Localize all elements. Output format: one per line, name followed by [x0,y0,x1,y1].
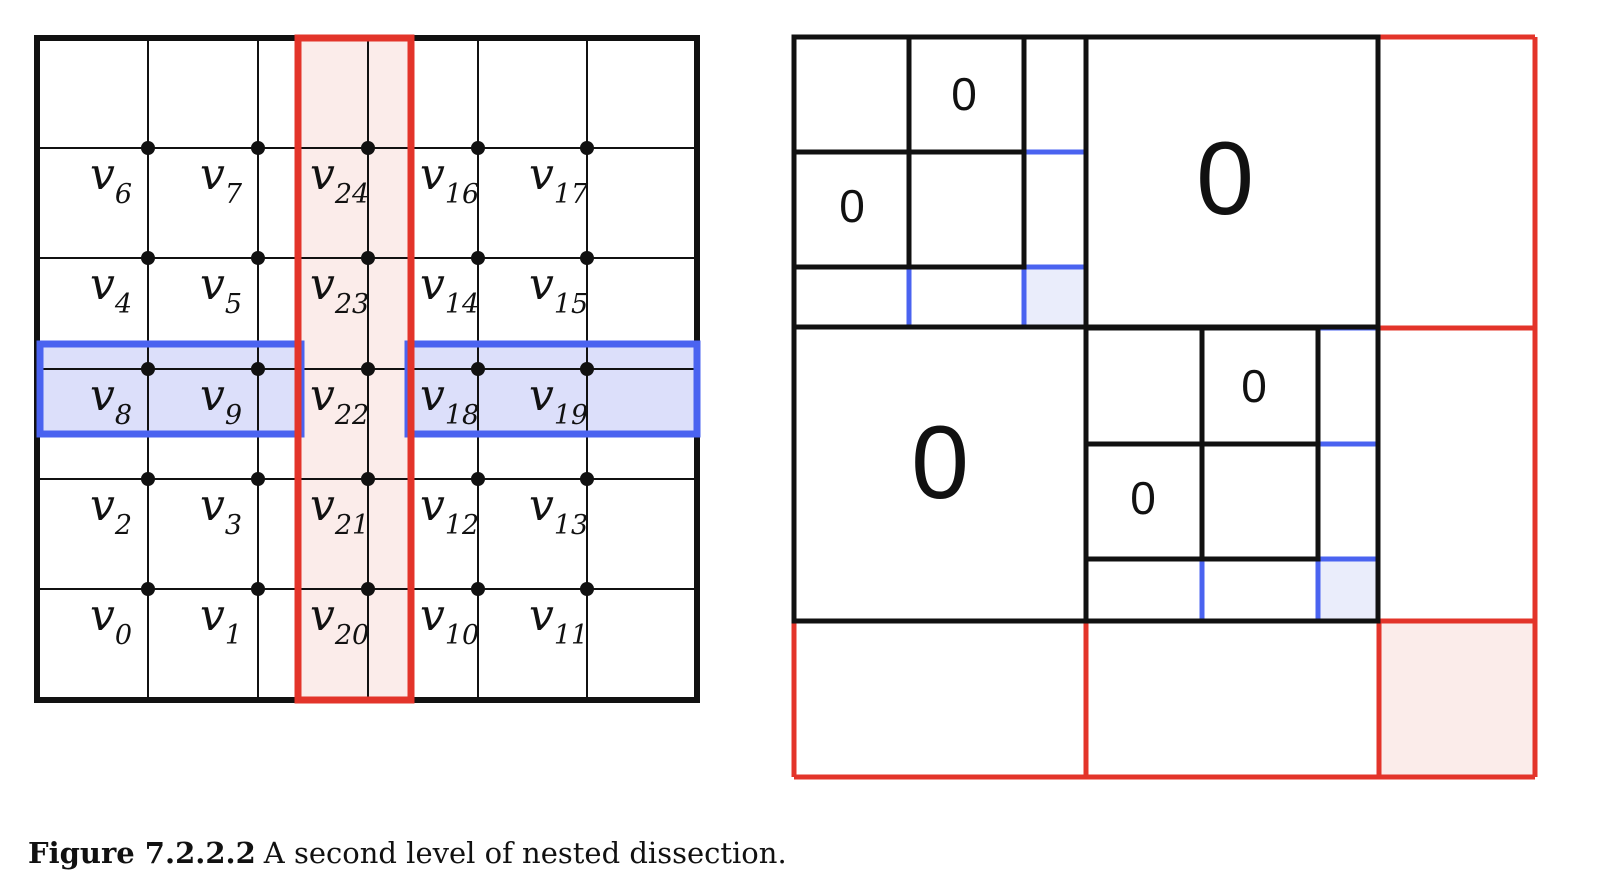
red-separator-column [294,34,415,704]
vertex-dot [361,141,375,155]
vertex-dot [580,582,594,596]
vertex-dot [141,582,155,596]
vertex-dot [251,582,265,596]
vertex-label: v18 [420,370,479,431]
vertex-label: v22 [310,370,369,431]
vertex-dot [361,251,375,265]
vertex-dot [580,362,594,376]
vertex-label: v1 [200,590,242,651]
vertex-label: v6 [90,149,132,210]
vertex-label: v19 [529,370,588,431]
vertex-dot [251,251,265,265]
zero-label-block-a-top: 0 [951,68,977,120]
vertex-dot [361,582,375,596]
vertex-label: v23 [310,259,369,320]
vertex-label: v20 [310,590,369,651]
vertex-dot [141,472,155,486]
vertex-label: v15 [529,259,588,320]
vertex-label: v2 [90,480,132,541]
vertex-dot [251,141,265,155]
vertex-dot [471,251,485,265]
vertex-dot [141,251,155,265]
blue-corner-block-b-fill [1318,559,1378,621]
vertex-label: v7 [200,149,243,210]
vertex-dot [471,141,485,155]
vertex-label: v16 [420,149,479,210]
zero-label-big-upper-right: 0 [1196,121,1254,237]
block-matrix-panel: 0 0 0 0 0 0 [791,34,1538,780]
vertex-label: v3 [200,480,242,541]
vertex-label: v13 [529,480,588,541]
black-block-outlines [791,34,1381,624]
vertex-dot [361,472,375,486]
vertex-dot [471,362,485,376]
vertex-label: v5 [200,259,242,320]
vertex-dot [251,362,265,376]
vertex-label: v10 [420,590,479,651]
vertex-dot [251,472,265,486]
vertex-dot [361,362,375,376]
vertex-label: v12 [420,480,479,541]
vertex-dot [580,251,594,265]
blue-separator-left-fill [40,344,301,434]
vertex-label: v9 [200,370,242,431]
vertex-dot [471,582,485,596]
figure-caption-label: Figure 7.2.2.2 [28,836,256,870]
figure-caption-text: A second level of nested dissection. [263,836,787,870]
vertex-label: v4 [90,259,132,320]
vertex-label: v17 [529,149,589,210]
vertex-label: v24 [310,149,369,210]
vertex-dot [580,141,594,155]
zero-label-block-b-left: 0 [1130,472,1156,524]
vertex-label: v14 [420,259,479,320]
vertex-label: v11 [529,590,588,651]
zero-label-block-b-top: 0 [1241,360,1267,412]
vertex-dot [141,141,155,155]
grid-graph-panel: v6 v7 v24 v16 v17 v4 v5 v23 v14 v15 v8 v9 v22 v18 v19 v… [34,34,701,704]
red-corner-block-fill [1379,621,1535,777]
blue-separator-right-fill [408,344,697,434]
vertex-dot [580,472,594,486]
vertex-dot [141,362,155,376]
vertex-label: v8 [90,370,132,431]
blue-corner-block-a-fill [1024,267,1086,327]
vertex-label: v0 [90,590,132,651]
grid-vertices: v6 v7 v24 v16 v17 v4 v5 v23 v14 v15 v8 v9 v22 v18 v19 v… [90,141,594,651]
vertex-dot [471,472,485,486]
zero-label-block-a-left: 0 [839,180,865,232]
vertex-label: v21 [310,480,369,541]
zero-label-big-lower-left: 0 [911,405,969,521]
